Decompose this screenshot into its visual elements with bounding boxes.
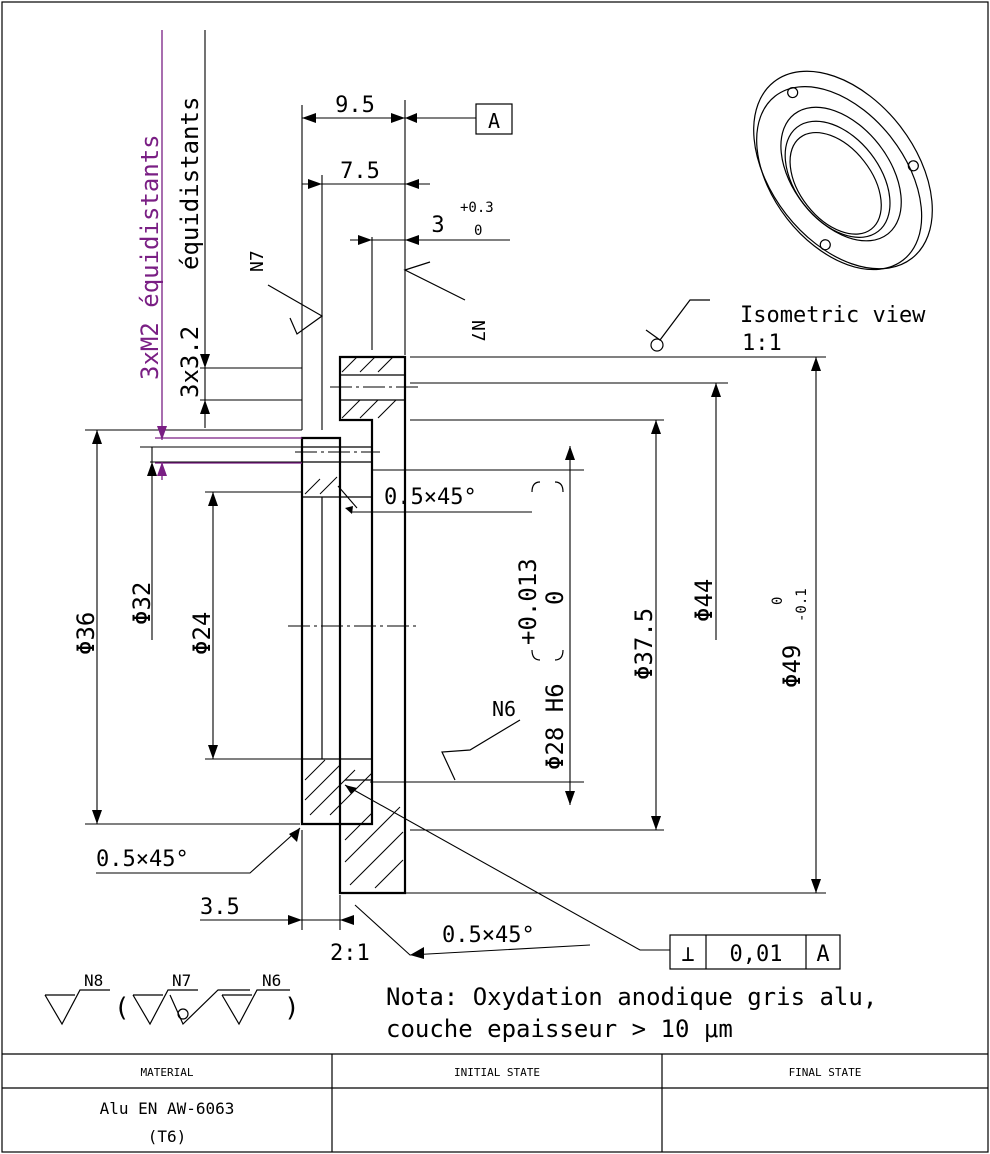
tolerance-symbol: ⊥ bbox=[681, 942, 694, 967]
isometric-label: Isometric view bbox=[740, 303, 926, 328]
material-value: Alu EN AW-6063 bbox=[100, 1099, 235, 1118]
dim-phi44: Φ44 bbox=[690, 579, 718, 622]
dimension-arrows bbox=[92, 113, 821, 959]
part-section bbox=[300, 355, 407, 895]
dim-phi36: Φ36 bbox=[72, 612, 100, 655]
n7-upper-left: N7 bbox=[247, 250, 268, 272]
thread-leader bbox=[155, 30, 302, 480]
title-block: MATERIAL INITIAL STATE FINAL STATE Alu E… bbox=[2, 1053, 988, 1152]
legend-paren-close: ) bbox=[284, 993, 300, 1023]
material-temper: (T6) bbox=[148, 1127, 187, 1146]
datum-label: A bbox=[488, 109, 500, 133]
thread-note: 3xM2 équidistants bbox=[136, 134, 164, 380]
dim-3-tol-lower: 0 bbox=[474, 223, 482, 239]
dim-3-5: 3.5 bbox=[200, 895, 240, 920]
legend-n7: N7 bbox=[172, 971, 191, 990]
isometric-view: Isometric view 1:1 bbox=[740, 70, 933, 356]
dim-chamfer-left: 0.5×45° bbox=[96, 847, 189, 872]
dim-chamfer-top: 0.5×45° bbox=[384, 485, 477, 510]
dim-phi49-tol-lower: -0.1 bbox=[794, 588, 810, 622]
header-material: MATERIAL bbox=[141, 1066, 194, 1079]
dim-3: 3 bbox=[431, 213, 444, 238]
dim-phi24: Φ24 bbox=[188, 612, 216, 655]
tolerance-value: 0,01 bbox=[730, 942, 783, 967]
dim-phi37-5: Φ37.5 bbox=[630, 608, 658, 680]
surface-finish-symbols bbox=[267, 261, 710, 781]
note-line-2: couche epaisseur > 10 μm bbox=[386, 1015, 733, 1043]
isometric-scale: 1:1 bbox=[742, 331, 782, 356]
dim-phi49-tol-upper: 0 bbox=[770, 597, 786, 605]
dim-7-5: 7.5 bbox=[340, 159, 380, 184]
dim-3-tol-upper: +0.3 bbox=[460, 200, 494, 216]
legend-paren-open: ( bbox=[114, 993, 130, 1023]
tolerance-frame: ⊥ 0,01 A bbox=[669, 934, 841, 970]
dim-phi32: Φ32 bbox=[128, 582, 156, 625]
dim-phi49: Φ49 bbox=[778, 645, 806, 688]
n6-label: N6 bbox=[492, 697, 516, 721]
dim-phi28-tol-upper: +0.013 bbox=[514, 558, 542, 645]
finish-legend bbox=[44, 989, 290, 1026]
dim-9-5: 9.5 bbox=[335, 93, 375, 118]
dim-scale-detail: 2:1 bbox=[330, 941, 370, 966]
dim-phi28: Φ28 H6 bbox=[541, 683, 569, 770]
dim-3x3-2: 3x3.2 bbox=[176, 326, 204, 398]
tolerance-datum: A bbox=[816, 942, 829, 967]
legend-n6: N6 bbox=[262, 971, 281, 990]
note-line-1: Nota: Oxydation anodique gris alu, bbox=[386, 983, 877, 1011]
datum-a: A bbox=[475, 103, 513, 135]
header-initial-state: INITIAL STATE bbox=[454, 1066, 540, 1079]
dim-chamfer-bottom: 0.5×45° bbox=[442, 923, 535, 948]
equidistants-label: équidistants bbox=[176, 97, 204, 270]
n7-upper-right: N7 bbox=[467, 320, 488, 342]
header-final-state: FINAL STATE bbox=[789, 1066, 862, 1079]
legend-n8: N8 bbox=[84, 971, 103, 990]
dim-phi28-tol-lower: 0 bbox=[541, 591, 569, 605]
